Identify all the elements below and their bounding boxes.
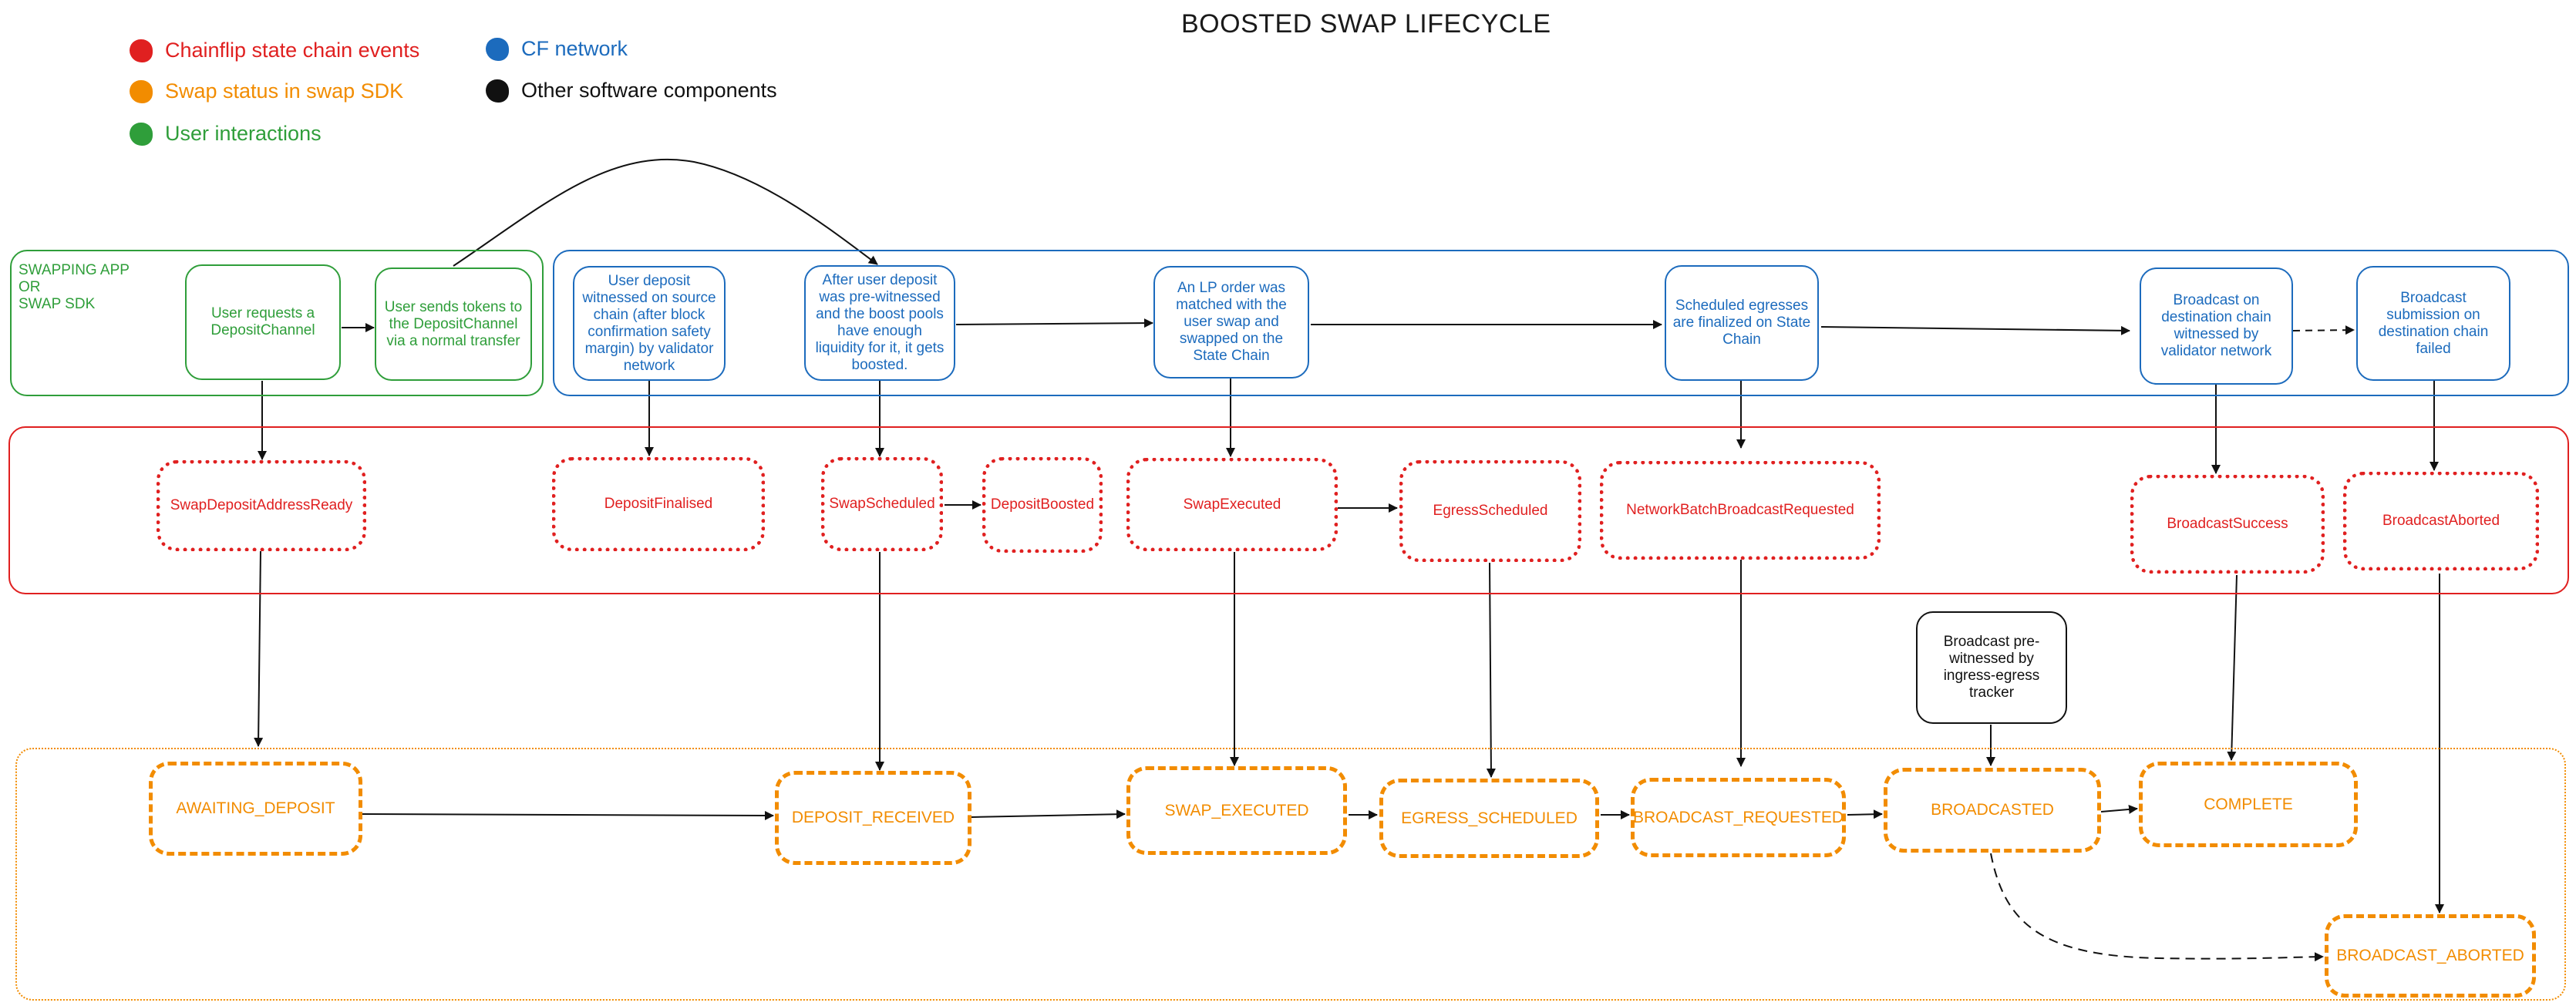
event-swap-deposit-address-ready: SwapDepositAddressReady <box>157 460 366 551</box>
event-egress-scheduled: EgressScheduled <box>1399 460 1581 562</box>
event-network-batch-broadcast-requested: NetworkBatchBroadcastRequested <box>1600 461 1881 560</box>
node-request-deposit-channel: User requests a DepositChannel <box>185 264 341 380</box>
node-deposit-boosted: After user deposit was pre-witnessed and… <box>804 265 955 381</box>
red-blob-icon <box>130 39 153 62</box>
legend-label: Swap status in swap SDK <box>165 79 404 103</box>
status-swap-executed: SWAP_EXECUTED <box>1126 766 1347 855</box>
event-deposit-finalised: DepositFinalised <box>552 457 765 551</box>
event-swap-scheduled: SwapScheduled <box>821 457 943 551</box>
node-lp-order-matched: An LP order was matched with the user sw… <box>1153 266 1309 379</box>
event-broadcast-success: BroadcastSuccess <box>2130 475 2325 574</box>
legend-label: Chainflip state chain events <box>165 39 420 62</box>
node-broadcast-failed: Broadcast submission on destination chai… <box>2356 266 2510 381</box>
legend-cf-network: CF network <box>486 37 628 61</box>
status-deposit-received: DEPOSIT_RECEIVED <box>775 771 971 865</box>
status-broadcasted: BROADCASTED <box>1884 768 2101 853</box>
node-broadcast-witnessed: Broadcast on destination chain witnessed… <box>2140 267 2293 385</box>
arrow-success-to-complete <box>2227 574 2238 761</box>
legend-swap-status: Swap status in swap SDK <box>130 79 403 103</box>
status-broadcast-aborted: BROADCAST_ABORTED <box>2325 914 2536 998</box>
blue-blob-icon <box>486 37 509 61</box>
node-ingress-egress-tracker: Broadcast pre-witnessed by ingress-egres… <box>1916 611 2067 724</box>
swap-status-lane <box>15 748 2566 1001</box>
event-broadcast-aborted: BroadcastAborted <box>2343 472 2539 570</box>
legend-label: CF network <box>521 37 628 60</box>
node-deposit-witnessed: User deposit witnessed on source chain (… <box>573 266 726 381</box>
orange-blob-icon <box>130 79 153 103</box>
legend-label: Other software components <box>521 79 777 102</box>
diagram-title: BOOSTED SWAP LIFECYCLE <box>1181 9 1551 39</box>
node-send-tokens: User sends tokens to the DepositChannel … <box>375 267 532 381</box>
legend-user-interactions: User interactions <box>130 122 322 146</box>
arrow-egress-scheduled-to-status <box>1486 562 1496 778</box>
legend-label: User interactions <box>165 122 322 145</box>
legend-other-software: Other software components <box>486 79 777 103</box>
legend-state-chain-events: Chainflip state chain events <box>130 39 419 62</box>
black-blob-icon <box>486 79 509 103</box>
event-swap-executed: SwapExecuted <box>1126 458 1338 551</box>
node-egresses-finalized: Scheduled egresses are finalized on Stat… <box>1665 265 1819 381</box>
event-deposit-boosted: DepositBoosted <box>982 457 1103 553</box>
green-blob-icon <box>130 122 153 146</box>
swapping-app-lane-label: SWAPPING APP OR SWAP SDK <box>19 262 130 312</box>
status-broadcast-requested: BROADCAST_REQUESTED <box>1631 778 1846 857</box>
status-complete: COMPLETE <box>2139 762 2358 847</box>
cf-network-lane <box>553 250 2569 396</box>
state-chain-events-lane <box>8 426 2569 594</box>
swapping-app-lane <box>10 250 544 396</box>
status-egress-scheduled: EGRESS_SCHEDULED <box>1379 779 1599 858</box>
status-awaiting-deposit: AWAITING_DEPOSIT <box>149 762 362 856</box>
